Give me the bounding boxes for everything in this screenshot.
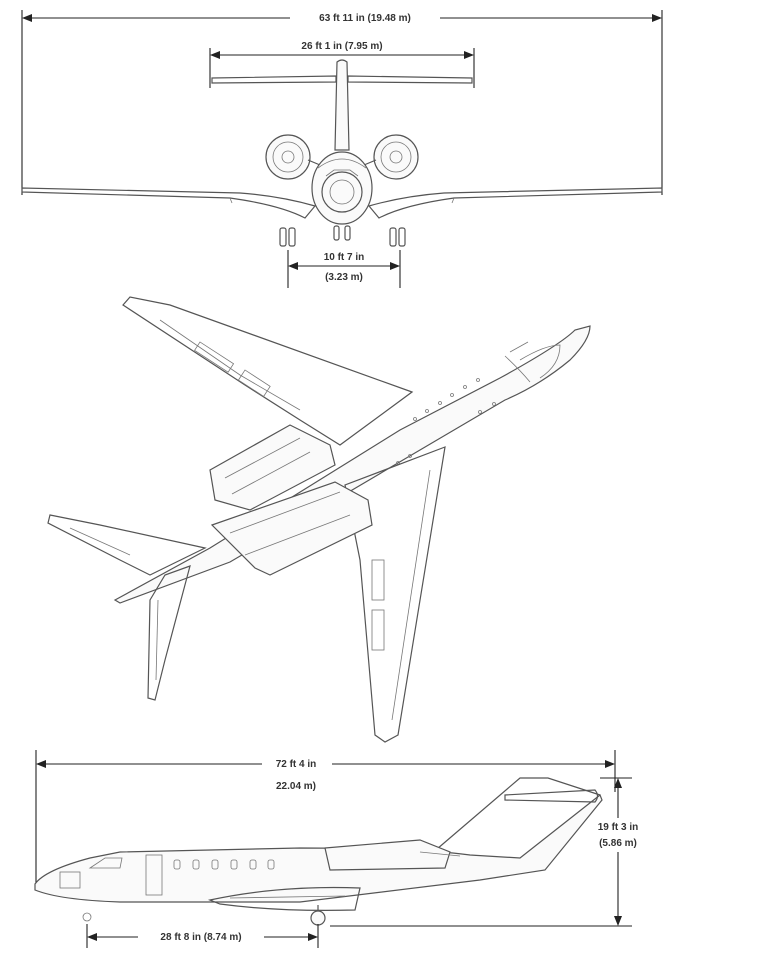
height-label-metric: (5.86 m) [599, 838, 637, 849]
tail-span-label: 26 ft 1 in (7.95 m) [301, 41, 382, 52]
tail-span-dimension-line [209, 48, 475, 88]
front-view: 63 ft 11 in (19.48 m) 26 ft 1 in (7.95 m… [21, 10, 663, 288]
wingspan-label: 63 ft 11 in (19.48 m) [319, 13, 411, 24]
length-label-metric: 22.04 m) [276, 781, 316, 792]
height-label-imperial: 19 ft 3 in [598, 822, 639, 833]
wheelbase-label: 28 ft 8 in (8.74 m) [160, 932, 241, 943]
length-label-imperial: 72 ft 4 in [276, 759, 317, 770]
track-label-metric: (3.23 m) [325, 272, 363, 283]
top-view [47, 296, 591, 743]
track-label-imperial: 10 ft 7 in [324, 252, 365, 263]
side-view: 72 ft 4 in 22.04 m) [34, 750, 648, 948]
cabin-windows-top [396, 378, 496, 465]
cabin-windows-side [173, 859, 275, 870]
track-dimension-line [287, 250, 401, 288]
